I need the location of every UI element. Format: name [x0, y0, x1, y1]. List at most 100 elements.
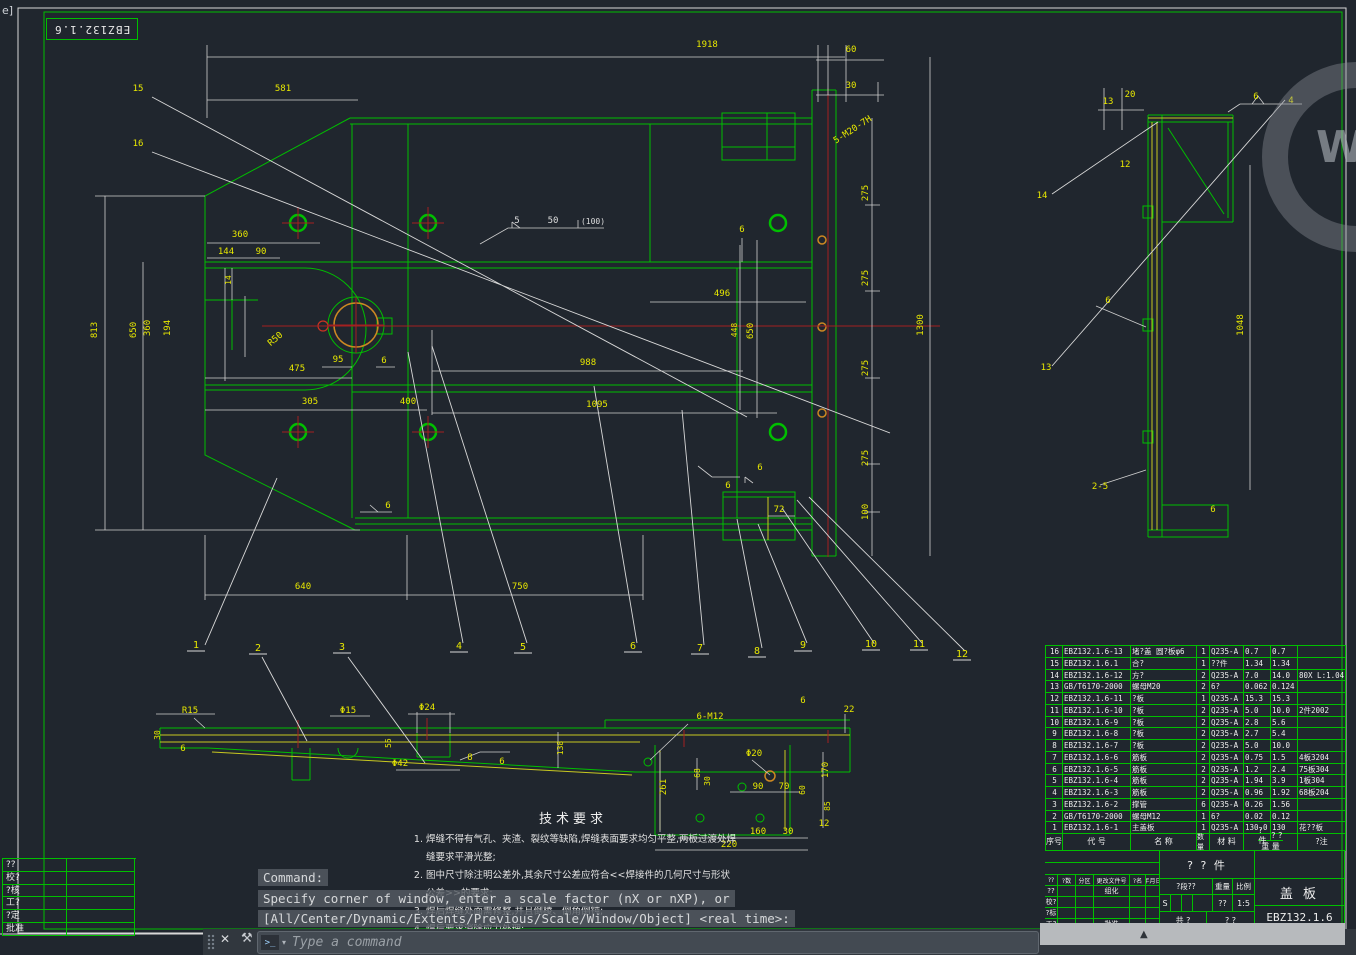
dimension-label: 2-5 [1092, 482, 1108, 492]
bom-cell: EBZ132.1.6-4 [1063, 775, 1131, 787]
sign-table-row: 批准 [3, 922, 136, 936]
dimension-label: 22 [844, 705, 855, 715]
bom-cell: 11 [1046, 704, 1063, 717]
dimension-label: 12 [819, 819, 830, 829]
bom-cell: 2 [1197, 728, 1210, 740]
bom-cell: 4板3204 [1298, 751, 1346, 764]
dimension-label: Φ20 [746, 749, 762, 759]
bom-cell: ?板 [1131, 728, 1197, 740]
bom-cell: Q235-A [1210, 704, 1244, 717]
bom-cell: Q235-A [1210, 693, 1244, 705]
dimension-label: 5-M20-7H [832, 114, 874, 146]
rev-empty-2 [1045, 863, 1160, 875]
command-prompt-icon: >_ [261, 935, 279, 950]
dimension-label: 1300 [916, 314, 926, 336]
dimension-label: R15 [182, 706, 198, 716]
chevron-down-icon[interactable]: ▾ [282, 938, 287, 947]
dimension-label: 30 [703, 776, 712, 786]
bom-cell: Q235-A [1210, 751, 1244, 764]
dimension-label: 100 [861, 504, 871, 520]
bom-cell: 13 [1046, 681, 1063, 693]
bom-cell: 10.0 [1271, 704, 1298, 717]
dock-close-icon[interactable]: ✕ [220, 932, 231, 946]
bom-cell: 1 [1046, 822, 1063, 834]
dimension-label: 650 [129, 322, 139, 338]
bom-cell: 0.7 [1271, 646, 1298, 658]
dimension-label: 650 [746, 323, 756, 339]
sign-table-row: ?核 [3, 884, 136, 898]
dimension-label: (100) [581, 217, 605, 226]
dock-customize-icon[interactable]: ⚒ [241, 931, 253, 946]
dimension-label: 30 [783, 827, 794, 837]
bom-cell: EBZ132.1.6-13 [1063, 646, 1131, 658]
bom-cell: 主盖板 [1131, 822, 1197, 834]
bom-header-weight-group: 重 量 [1261, 842, 1280, 851]
bom-cell: 14 [1046, 669, 1063, 682]
dimension-label: 13 [1041, 363, 1052, 373]
sheet-tag-box: EBZ132.1.6 [46, 18, 138, 40]
weight-value: ?? [1213, 895, 1233, 912]
signature-cell [1130, 908, 1146, 919]
signature-cell [1146, 897, 1160, 908]
dimension-label: 14 [224, 275, 233, 285]
signature-cell [1130, 886, 1146, 897]
bom-cell [1298, 728, 1346, 740]
sign-table-row: 校? [3, 871, 136, 885]
bom-cell: 2.7 [1244, 728, 1271, 740]
balloon-number: 2 [255, 643, 261, 654]
bom-cell [1298, 716, 1346, 729]
dimension-label: 475 [289, 364, 305, 374]
bom-cell: EBZ132.1.6-7 [1063, 740, 1131, 752]
command-history-line-2: [All/Center/Dynamic/Extents/Previous/Sca… [258, 910, 795, 927]
bom-cell: 筋板 [1131, 775, 1197, 787]
dimension-label: 55 [384, 738, 393, 748]
bom-cell: 2 [1197, 669, 1210, 682]
stage-cell-4 [1193, 895, 1213, 912]
bom-header-material: 材 料 [1210, 833, 1244, 851]
revision-header-cell: ?? [1045, 875, 1058, 886]
bom-cell: EBZ132.1.6-3 [1063, 787, 1131, 799]
bom-cell: 14.0 [1271, 669, 1298, 682]
dock-grip-handle[interactable] [207, 934, 215, 950]
dimension-label: 8 [467, 753, 472, 763]
sign-table-value [67, 897, 135, 911]
bom-cell: 螺母M12 [1131, 810, 1197, 823]
bom-header-weight: ?件 ? ? 重 量 [1244, 826, 1298, 851]
bom-cell: 15 [1046, 657, 1063, 670]
plan-view-lines [204, 89, 837, 557]
sign-table-value [67, 910, 135, 923]
signature-cell [1058, 886, 1076, 897]
bom-cell: Q235-A [1210, 669, 1244, 682]
dimension-label: 30 [153, 730, 162, 740]
bom-cell: 2 [1046, 810, 1063, 823]
bom-cell: 2 [1197, 775, 1210, 787]
horizontal-scrollbar[interactable] [1040, 923, 1345, 945]
bom-cell: 合? [1131, 657, 1197, 670]
bom-cell: GB/T6170-2000 [1063, 810, 1131, 823]
bom-cell: Q235-A [1210, 646, 1244, 658]
balloon-number: 3 [339, 642, 345, 653]
bom-cell: 2件2002 [1298, 704, 1346, 717]
dimension-label: 5 [514, 216, 519, 226]
balloon-number: 1 [193, 640, 199, 651]
bom-cell: Q235-A [1210, 728, 1244, 740]
centerlines [262, 88, 940, 748]
signature-cell [1076, 908, 1094, 919]
bom-cell: 10 [1046, 716, 1063, 729]
bom-cell: 1.34 [1244, 657, 1271, 670]
bom-cell: 7 [1046, 751, 1063, 764]
dimension-label: 85 [823, 801, 832, 811]
bom-cell: EBZ132.1.6-11 [1063, 693, 1131, 705]
bom-cell: 75板304 [1298, 763, 1346, 776]
command-input[interactable]: >_ ▾ Type a command [257, 931, 1039, 954]
signature-cell: 校? [1045, 897, 1058, 908]
scrollbar-up-arrow-icon[interactable]: ▲ [1140, 929, 1148, 940]
bom-header-weight-unit: ?件 [1258, 826, 1271, 845]
sign-table-label: ?核 [3, 884, 67, 898]
signature-cell: ?? [1045, 886, 1058, 897]
sign-table-label: 校? [3, 871, 67, 885]
dimension-label: 6 [385, 501, 390, 511]
